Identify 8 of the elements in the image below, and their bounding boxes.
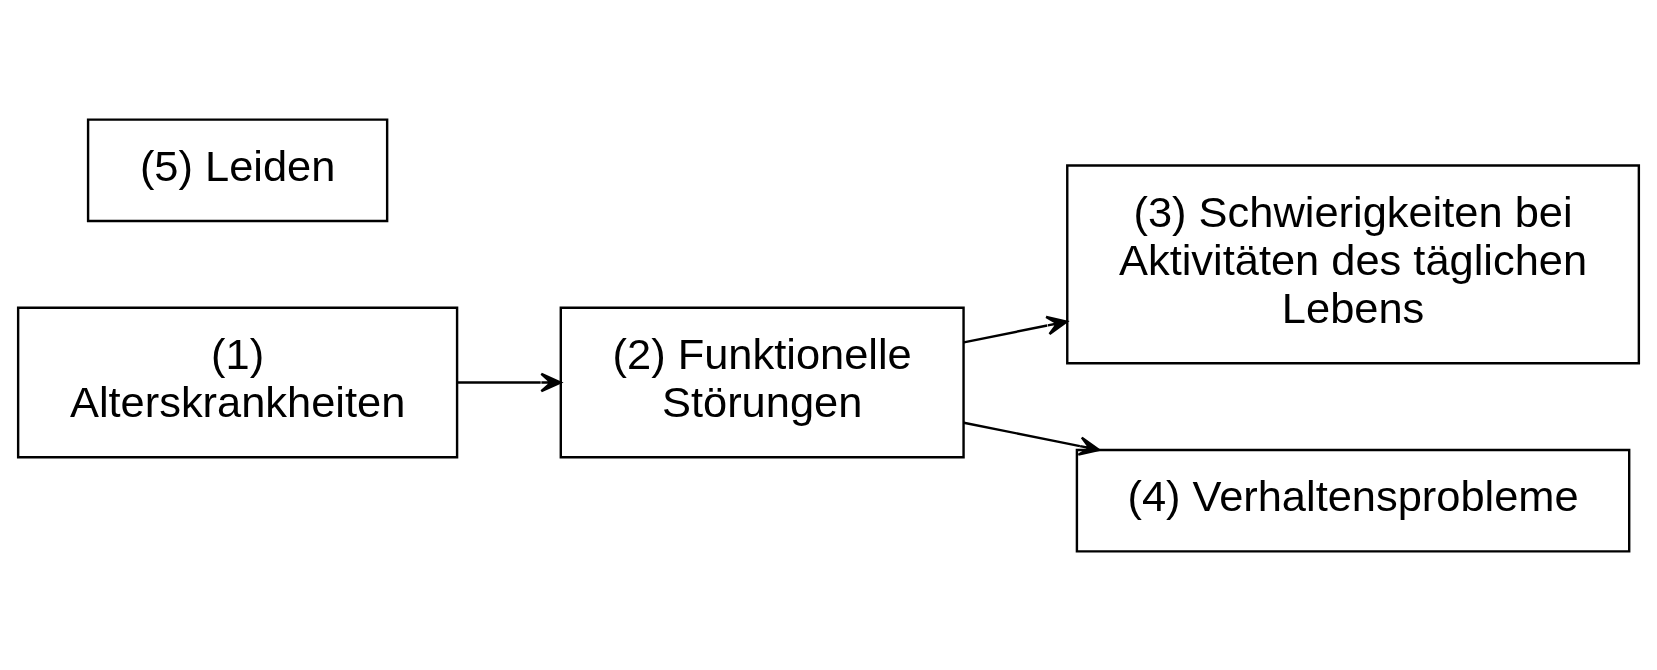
node-box: (4) Verhaltensprobleme <box>1075 448 1631 553</box>
arrow <box>963 421 1101 456</box>
arrow <box>457 372 562 392</box>
node-box: (1) Alterskrankheiten <box>16 306 459 458</box>
node-box: (5) Leiden <box>86 117 389 222</box>
node-box: (3) Schwierigkeiten bei Aktivitäten des täglichen Lebens <box>1066 163 1641 364</box>
arrow <box>963 315 1068 344</box>
node-box: (2) Funktionelle Störungen <box>559 306 965 458</box>
